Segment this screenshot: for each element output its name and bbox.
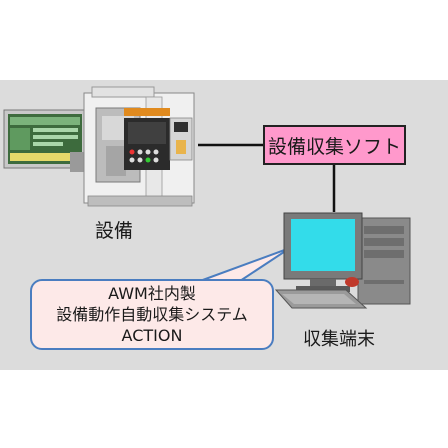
pc-terminal-icon (274, 212, 411, 309)
software-box: 設備収集ソフト (263, 125, 406, 165)
callout-pointer (199, 247, 291, 282)
cnc-machine-icon (3, 86, 195, 207)
callout-line-2: 設備動作自動収集システム (56, 305, 248, 324)
equipment-label: 設備 (95, 220, 134, 242)
terminal-label: 収集端末 (303, 329, 375, 350)
callout-line-3: ACTION (121, 326, 183, 345)
action-system-callout: AWM社内製 設備動作自動収集システム ACTION (30, 279, 274, 350)
callout-line-1: AWM社内製 (108, 284, 196, 303)
